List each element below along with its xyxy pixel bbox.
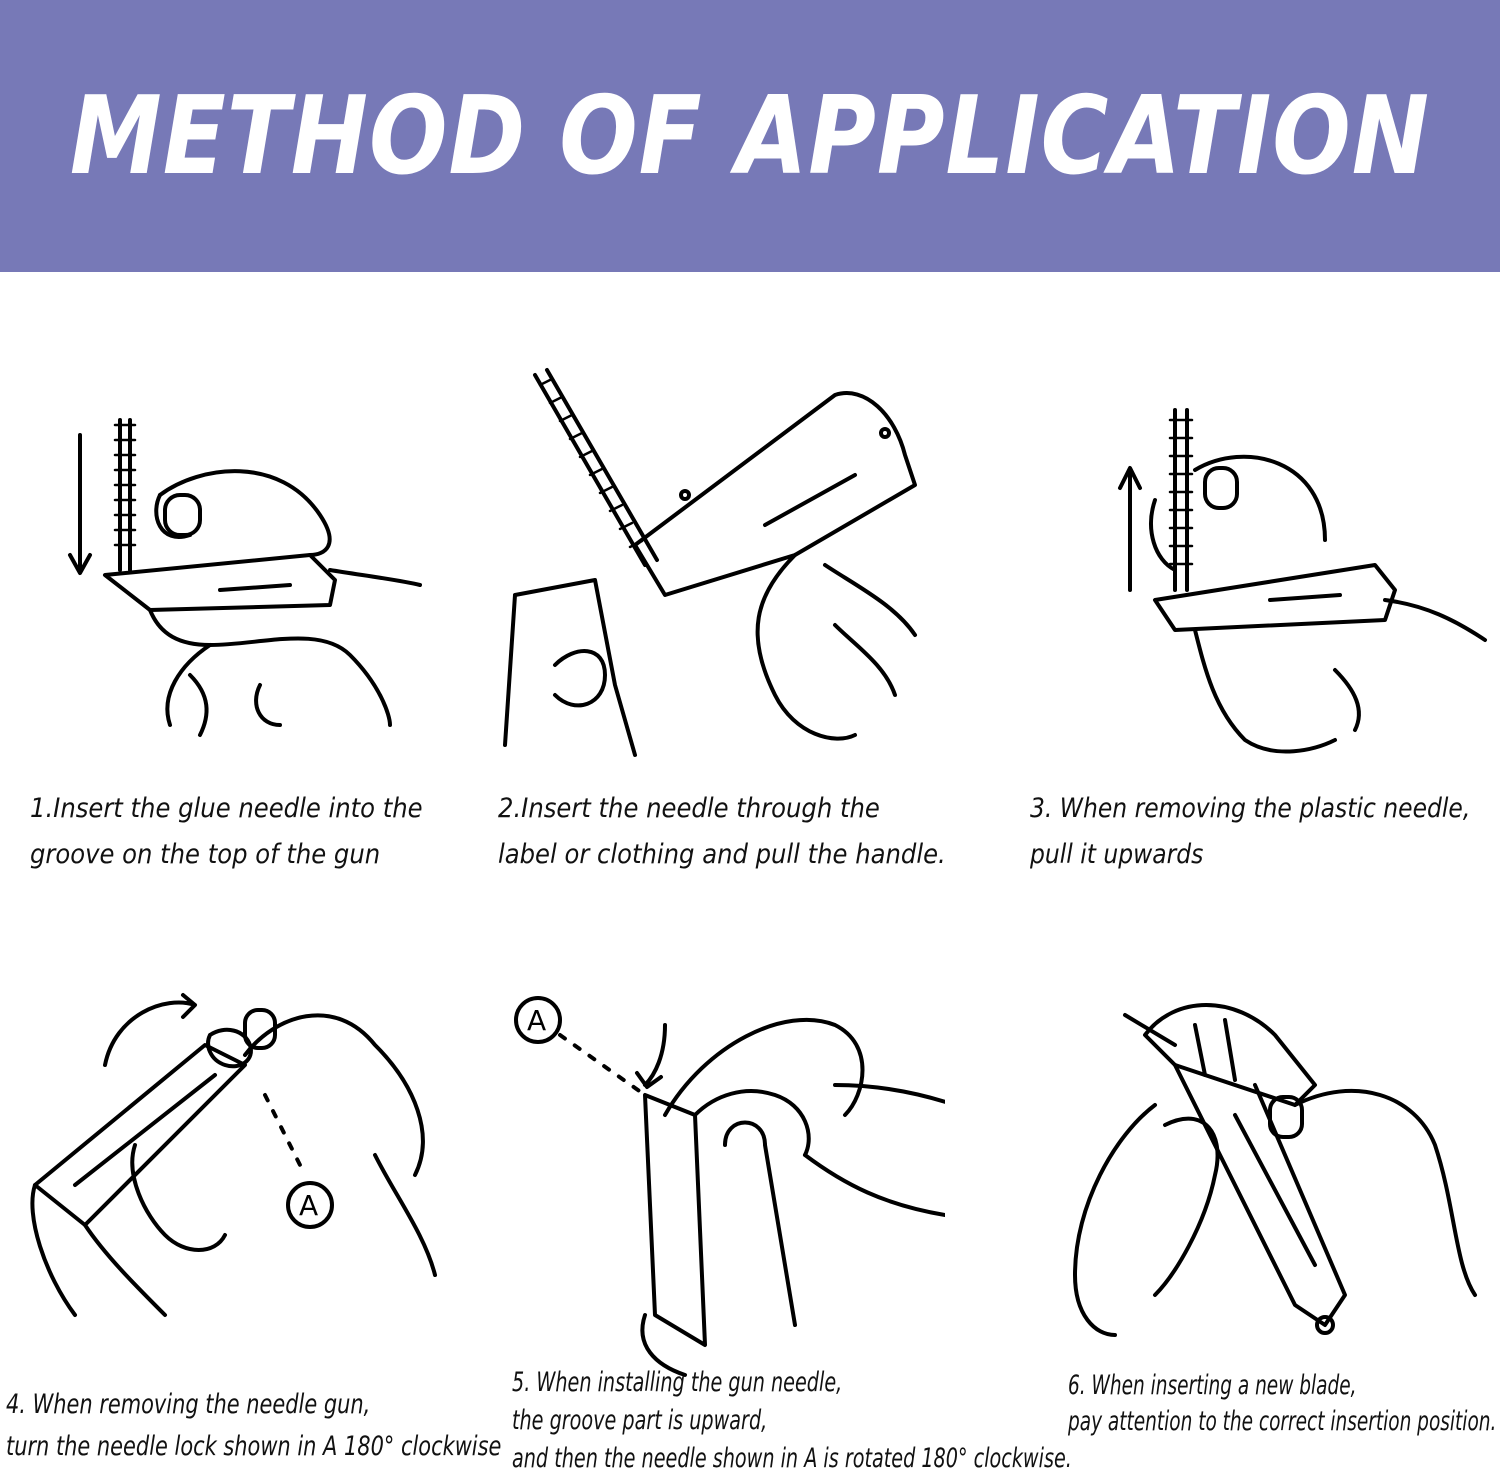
step-2-line-1: 2.Insert the needle through the: [498, 793, 880, 824]
step-2-line-2: label or clothing and pull the handle.: [498, 839, 946, 870]
step-5-line-1: 5. When installing the gun needle,: [512, 1367, 843, 1398]
step-3-line-1: 3. When removing the plastic needle,: [1030, 793, 1471, 824]
page-title: METHOD OF APPLICATION: [69, 73, 1431, 199]
step-4-illustration: A: [15, 955, 455, 1355]
step-6-line-1: 6. When inserting a new blade,: [1068, 1370, 1357, 1401]
step-2-illustration: [495, 365, 935, 765]
hands-inserting-new-blade-icon: [1073, 1003, 1477, 1337]
step-5-illustration: A: [505, 985, 945, 1385]
step-5-caption: 5. When installing the gun needle, the g…: [512, 1364, 1072, 1478]
step-3-caption: 3. When removing the plastic needle, pul…: [1030, 786, 1470, 878]
step-1-line-2: groove on the top of the gun: [30, 839, 381, 870]
tag-gun-through-label-icon: [503, 368, 917, 757]
hands-turning-needle-lock-icon: A: [30, 993, 437, 1317]
step-4-line-2: turn the needle lock shown in A 180° clo…: [6, 1431, 502, 1462]
hand-pulling-needle-upwards-icon: [1118, 408, 1487, 754]
hands-installing-gun-needle-icon: A: [514, 996, 945, 1377]
step-1-illustration: [60, 395, 500, 795]
step-2-caption: 2.Insert the needle through the label or…: [498, 786, 946, 878]
step-4-line-1: 4. When removing the needle gun,: [6, 1389, 371, 1420]
step-4-caption: 4. When removing the needle gun, turn th…: [6, 1384, 501, 1468]
step-5-line-3: and then the needle shown in A is rotate…: [512, 1443, 1072, 1474]
title-banner: METHOD OF APPLICATION: [0, 0, 1500, 272]
step-5-line-2: the groove part is upward,: [512, 1405, 768, 1436]
marker-a-label-2: A: [527, 1004, 546, 1037]
step-6-illustration: [1055, 975, 1495, 1375]
step-3-illustration: [1095, 390, 1500, 790]
step-3-line-2: pull it upwards: [1030, 839, 1204, 870]
marker-a-label: A: [299, 1189, 318, 1222]
step-6-caption: 6. When inserting a new blade, pay atten…: [1068, 1368, 1496, 1440]
step-1-caption: 1.Insert the glue needle into the groove…: [30, 786, 423, 878]
hand-inserting-needle-icon: [68, 418, 422, 737]
step-1-line-1: 1.Insert the glue needle into the: [30, 793, 423, 824]
step-6-line-2: pay attention to the correct insertion p…: [1068, 1406, 1497, 1437]
